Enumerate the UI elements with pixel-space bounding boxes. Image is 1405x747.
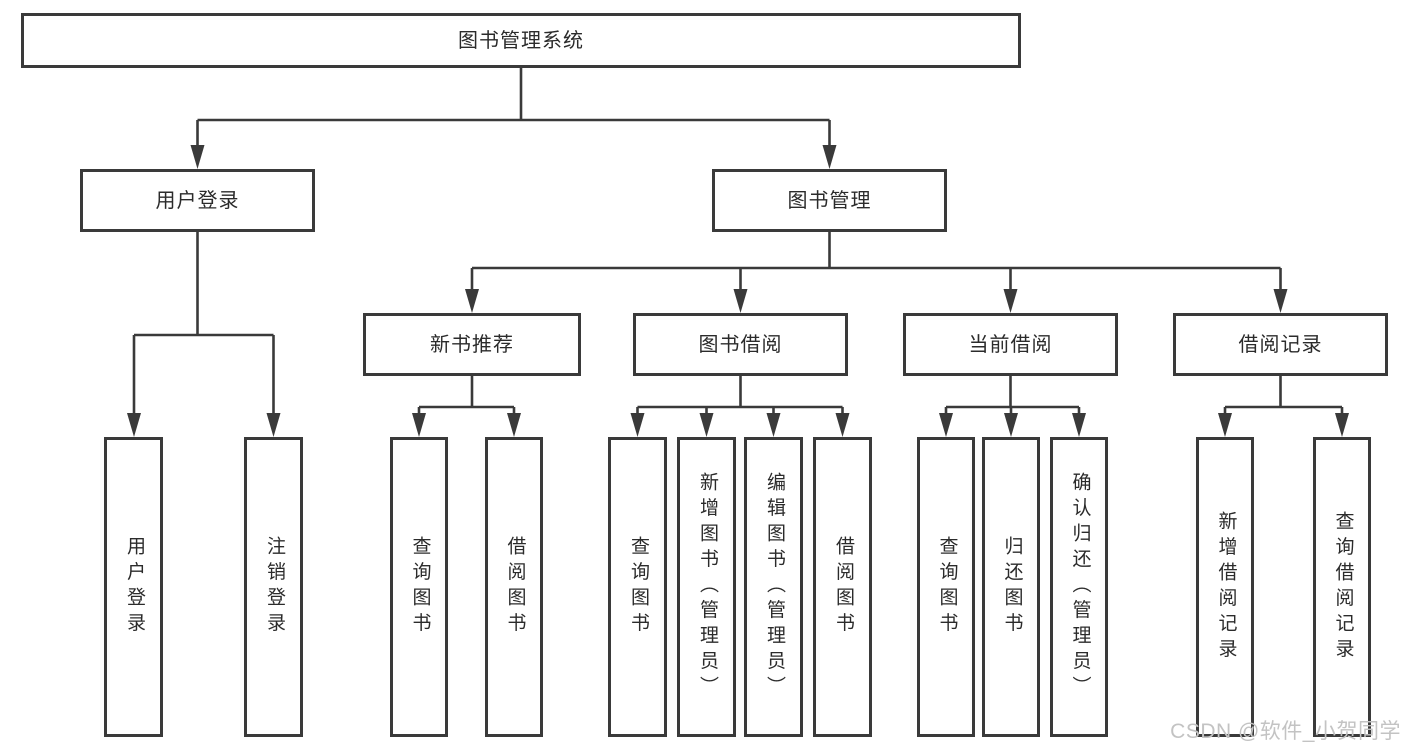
node-user-login: 用户登录 <box>80 169 315 232</box>
leaf-return-books: 归还图书 <box>982 437 1040 737</box>
leaf-user-login: 用户登录 <box>104 437 163 737</box>
node-book-borrow: 图书借阅 <box>633 313 848 376</box>
leaf-confirm-return-admin: 确认归还（管理员） <box>1050 437 1108 737</box>
leaf-recommend-query-books: 查询图书 <box>390 437 448 737</box>
leaf-add-borrow-record: 新增借阅记录 <box>1196 437 1254 737</box>
leaf-logout: 注销登录 <box>244 437 303 737</box>
node-book-management: 图书管理 <box>712 169 947 232</box>
leaf-recommend-borrow-books: 借阅图书 <box>485 437 543 737</box>
leaf-borrow-books: 借阅图书 <box>813 437 872 737</box>
leaf-edit-books-admin: 编辑图书（管理员） <box>744 437 803 737</box>
leaf-current-query-books: 查询图书 <box>917 437 975 737</box>
watermark: CSDN @软件_小贺同学 <box>1170 720 1401 743</box>
leaf-add-books-admin: 新增图书（管理员） <box>677 437 736 737</box>
leaf-query-borrow-record: 查询借阅记录 <box>1313 437 1371 737</box>
node-current-borrow: 当前借阅 <box>903 313 1118 376</box>
node-borrow-records: 借阅记录 <box>1173 313 1388 376</box>
leaf-borrow-query-books: 查询图书 <box>608 437 667 737</box>
node-new-book-recommend: 新书推荐 <box>363 313 581 376</box>
arrowheads <box>127 145 1349 437</box>
node-root-system: 图书管理系统 <box>21 13 1021 68</box>
